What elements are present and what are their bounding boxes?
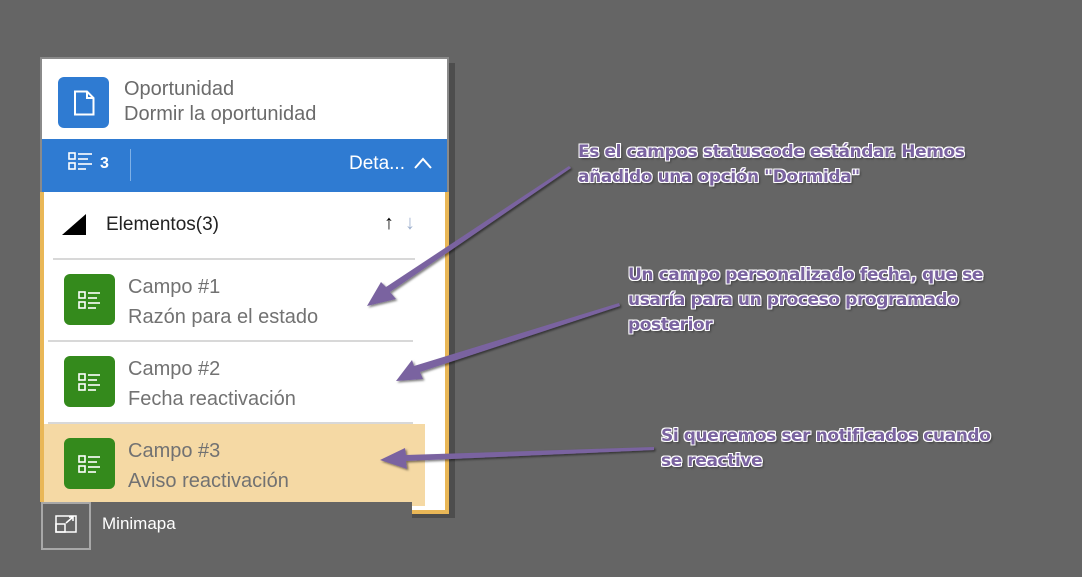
item-subtitle: Razón para el estado	[128, 306, 319, 328]
item-subtitle: Fecha reactivación	[128, 388, 296, 410]
document-icon	[58, 77, 109, 128]
steps-count: 3	[100, 154, 109, 172]
field-list-icon	[68, 152, 94, 175]
bar-divider	[130, 149, 131, 181]
field-list-icon	[64, 274, 115, 325]
item-divider	[48, 340, 413, 342]
minimap-icon	[55, 514, 77, 538]
annotation-fecha: Un campo personalizado fecha, que se usa…	[628, 265, 984, 335]
list-item[interactable]: Campo #1 Razón para el estado	[44, 260, 413, 342]
list-item-selected[interactable]: Campo #3 Aviso reactivación	[44, 424, 425, 506]
stage-panel: Elementos(3) ↑ ↓ Campo #1 Razón para el …	[40, 192, 449, 514]
stage-collapse-icon[interactable]	[62, 214, 86, 235]
process-bar: 3 Deta...	[40, 139, 449, 192]
details-label: Deta...	[349, 153, 405, 174]
item-title: Campo #2	[128, 358, 221, 380]
field-list-icon	[64, 438, 115, 489]
stage-header: Elementos(3) ↑ ↓	[44, 192, 445, 258]
field-list-icon	[64, 356, 115, 407]
move-up-icon[interactable]: ↑	[384, 212, 394, 234]
card-header[interactable]: Oportunidad Dormir la oportunidad	[40, 57, 449, 140]
chevron-up-icon	[413, 153, 433, 175]
move-down-icon[interactable]: ↓	[405, 212, 415, 234]
process-card: Oportunidad Dormir la oportunidad 3 Deta…	[40, 57, 449, 514]
stage-divider	[53, 258, 415, 260]
list-item[interactable]: Campo #2 Fecha reactivación	[44, 342, 413, 424]
annotation-statuscode: Es el campos statuscode estándar. Hemos …	[578, 142, 965, 187]
item-subtitle: Aviso reactivación	[128, 470, 289, 492]
process-name: Dormir la oportunidad	[124, 103, 317, 125]
entity-name: Oportunidad	[124, 78, 235, 100]
minimap-button[interactable]	[41, 502, 91, 550]
steps-count-button[interactable]: 3	[68, 152, 109, 175]
annotation-aviso: Si queremos ser notificados cuando se re…	[661, 426, 991, 471]
minimap-bar	[40, 502, 412, 550]
details-toggle-button[interactable]: Deta...	[349, 153, 433, 175]
item-title: Campo #3	[128, 440, 221, 462]
minimap-label: Minimapa	[102, 514, 176, 533]
item-title: Campo #1	[128, 276, 221, 298]
stage-title: Elementos(3)	[106, 214, 219, 235]
item-divider	[48, 422, 413, 424]
